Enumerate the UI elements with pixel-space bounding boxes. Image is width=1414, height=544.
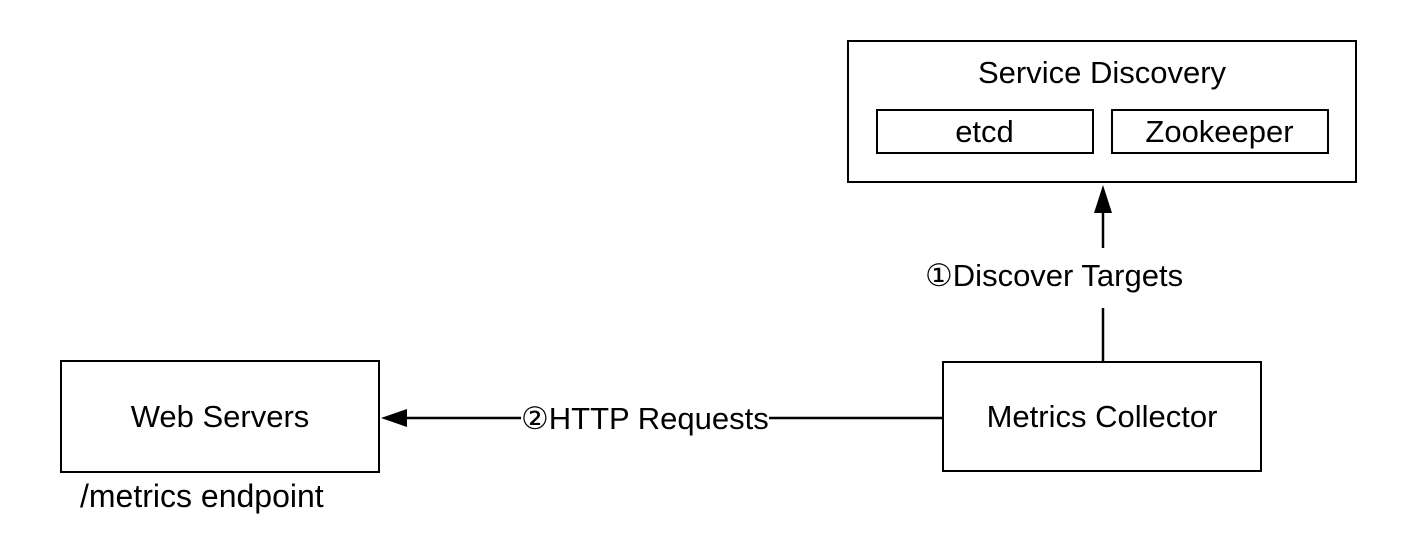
web-servers-box: Web Servers (60, 360, 380, 473)
zookeeper-label: Zookeeper (1145, 113, 1294, 149)
edge-label-http-requests: ②HTTP Requests (521, 401, 769, 437)
zookeeper-box: Zookeeper (1110, 109, 1329, 154)
metrics-collector-box: Metrics Collector (942, 361, 1262, 472)
service-discovery-title: Service Discovery (977, 55, 1227, 90)
web-servers-label: Web Servers (130, 398, 310, 434)
etcd-label: etcd (955, 113, 1014, 149)
metrics-collector-label: Metrics Collector (986, 398, 1218, 434)
service-discovery-box: Service Discovery etcd Zookeeper (847, 40, 1357, 183)
service-discovery-children: etcd Zookeeper (849, 109, 1355, 154)
discover-targets-arrowhead-icon (1094, 185, 1112, 213)
edge-label-discover-targets: ①Discover Targets (925, 258, 1184, 294)
http-requests-arrowhead-icon (381, 409, 407, 427)
etcd-box: etcd (875, 109, 1094, 154)
metrics-endpoint-caption: /metrics endpoint (80, 478, 324, 514)
